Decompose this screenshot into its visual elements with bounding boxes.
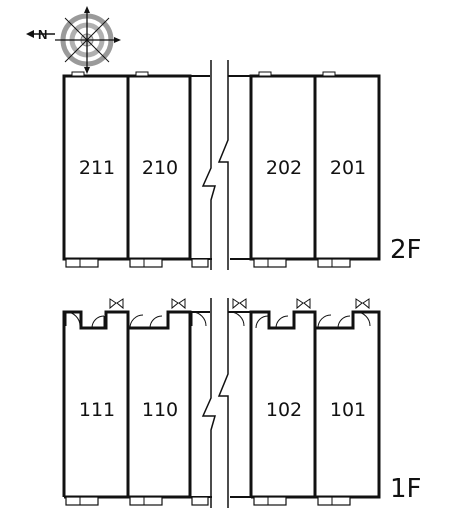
- floor-label-1f: 1F: [390, 474, 422, 504]
- unit-label-210: 210: [142, 157, 178, 179]
- break-line: [201, 60, 216, 270]
- balcony: [65, 496, 351, 506]
- unit-label-101: 101: [330, 399, 366, 421]
- door-swing: [65, 311, 371, 329]
- unit-label-202: 202: [266, 157, 302, 179]
- unit-label-201: 201: [330, 157, 366, 179]
- break-line: [217, 60, 229, 270]
- floor-1f: 111 110 102 101 1F: [62, 298, 422, 508]
- floor-label-2f: 2F: [390, 235, 422, 265]
- compass-north-label: N: [38, 27, 47, 42]
- unit-label-111: 111: [79, 399, 115, 421]
- balcony: [65, 258, 351, 268]
- compass-icon: N: [26, 6, 121, 74]
- break-line: [217, 298, 229, 508]
- unit-label-211: 211: [79, 157, 115, 179]
- break-line: [201, 298, 216, 508]
- unit-label-102: 102: [266, 399, 302, 421]
- unit-label-110: 110: [142, 399, 178, 421]
- meter-icon: [109, 298, 370, 310]
- floor-2f: 211 210 202 201 2F: [62, 60, 422, 270]
- north-arrow-icon: [26, 30, 34, 38]
